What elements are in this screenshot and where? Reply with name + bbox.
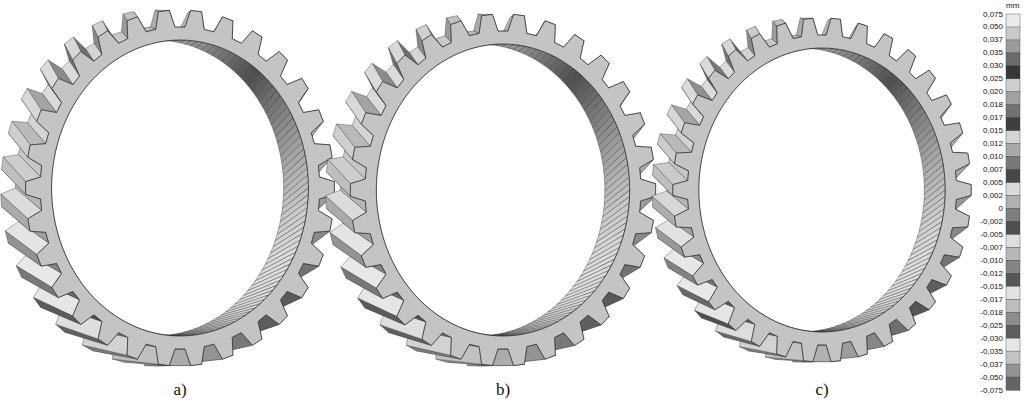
gear-surface xyxy=(1,194,30,231)
scale-band xyxy=(1006,234,1020,247)
gear-surface xyxy=(330,232,366,267)
scale-value: 0,035 xyxy=(983,48,1003,57)
unit-label: mm xyxy=(1006,1,1019,10)
scale-band xyxy=(1006,14,1020,27)
scale-band xyxy=(1006,364,1020,377)
helical-gear xyxy=(326,14,656,366)
scale-band xyxy=(1006,79,1020,92)
gear-surface xyxy=(326,159,350,196)
scale-band xyxy=(1006,66,1020,79)
gear-surface xyxy=(655,228,684,258)
gear-surface xyxy=(664,258,698,285)
scale-value: -0,030 xyxy=(980,334,1003,343)
subfigure-label: a) xyxy=(173,380,186,400)
scale-band xyxy=(1006,299,1020,312)
scale-band xyxy=(1006,273,1020,286)
scale-band xyxy=(1006,27,1020,40)
scale-band xyxy=(1006,170,1020,183)
scale-value: 0,075 xyxy=(983,10,1003,19)
gear-surface xyxy=(5,231,41,266)
subfigure-label: b) xyxy=(496,380,510,400)
scale-value: -0,002 xyxy=(980,217,1003,226)
scale-value: 0,005 xyxy=(983,178,1003,187)
scale-band xyxy=(1006,144,1020,157)
gear-surface xyxy=(8,121,30,157)
scale-value: 0,017 xyxy=(983,113,1003,122)
scale-band xyxy=(1006,312,1020,325)
gear-surface xyxy=(341,267,383,298)
scale-value: -0,015 xyxy=(980,282,1003,291)
scale-value: -0,010 xyxy=(980,256,1003,265)
scale-value: -0,025 xyxy=(980,321,1003,330)
scale-value: -0,017 xyxy=(980,295,1003,304)
gear-surface xyxy=(667,105,684,133)
scale-band xyxy=(1006,208,1020,221)
helical-gear xyxy=(1,10,335,366)
scale-value: -0,037 xyxy=(980,360,1003,369)
scale-value: 0,007 xyxy=(983,165,1003,174)
scale-value: 0,010 xyxy=(983,152,1003,161)
gear-surface xyxy=(652,164,672,195)
scale-band xyxy=(1006,53,1020,66)
gear-surface xyxy=(2,157,26,194)
gear-surface xyxy=(677,286,715,310)
gear-surface xyxy=(33,297,80,324)
scale-value: -0,018 xyxy=(980,308,1003,317)
color-scale xyxy=(1006,14,1020,390)
gear-surface xyxy=(652,196,676,227)
gear-face xyxy=(673,18,971,361)
scale-value: -0,035 xyxy=(980,347,1003,356)
gear-surface xyxy=(358,298,405,325)
scale-band xyxy=(1006,325,1020,338)
scale-band xyxy=(1006,105,1020,118)
scale-band xyxy=(1006,40,1020,53)
scale-band xyxy=(1006,247,1020,260)
subfigure-label: c) xyxy=(815,380,828,400)
scale-value: 0 xyxy=(999,204,1003,213)
scale-value: -0,005 xyxy=(980,230,1003,239)
gear-face xyxy=(350,14,655,365)
scale-band xyxy=(1006,286,1020,299)
gear-surface xyxy=(21,88,41,121)
scale-band xyxy=(1006,377,1020,390)
gear-face xyxy=(26,10,335,365)
scale-value: 0,025 xyxy=(983,74,1003,83)
gear-surface xyxy=(333,124,355,160)
scale-value: 0,037 xyxy=(983,35,1003,44)
scale-value: 0,018 xyxy=(983,100,1003,109)
scale-value: 0,020 xyxy=(983,87,1003,96)
scale-value: 0,012 xyxy=(983,139,1003,148)
gear-surface xyxy=(657,134,676,164)
scale-band xyxy=(1006,196,1020,209)
scale-value: -0,007 xyxy=(980,243,1003,252)
gear-surface xyxy=(16,266,58,298)
scale-value: 0,015 xyxy=(983,126,1003,135)
scale-band xyxy=(1006,157,1020,170)
scale-value: 0,002 xyxy=(983,191,1003,200)
scale-band xyxy=(1006,351,1020,364)
gear-surface xyxy=(326,196,355,233)
helical-gear xyxy=(652,18,971,362)
scale-value: -0,012 xyxy=(980,269,1003,278)
gear-surface xyxy=(346,91,366,124)
scale-band xyxy=(1006,338,1020,351)
scale-band xyxy=(1006,183,1020,196)
scale-band xyxy=(1006,260,1020,273)
scale-value: 0,030 xyxy=(983,61,1003,70)
scale-value: 0,050 xyxy=(983,22,1003,31)
scale-band xyxy=(1006,118,1020,131)
scale-value: -0,075 xyxy=(980,386,1003,395)
scale-band xyxy=(1006,92,1020,105)
scale-band xyxy=(1006,221,1020,234)
scale-band xyxy=(1006,131,1020,144)
scale-value: -0,050 xyxy=(980,373,1003,382)
